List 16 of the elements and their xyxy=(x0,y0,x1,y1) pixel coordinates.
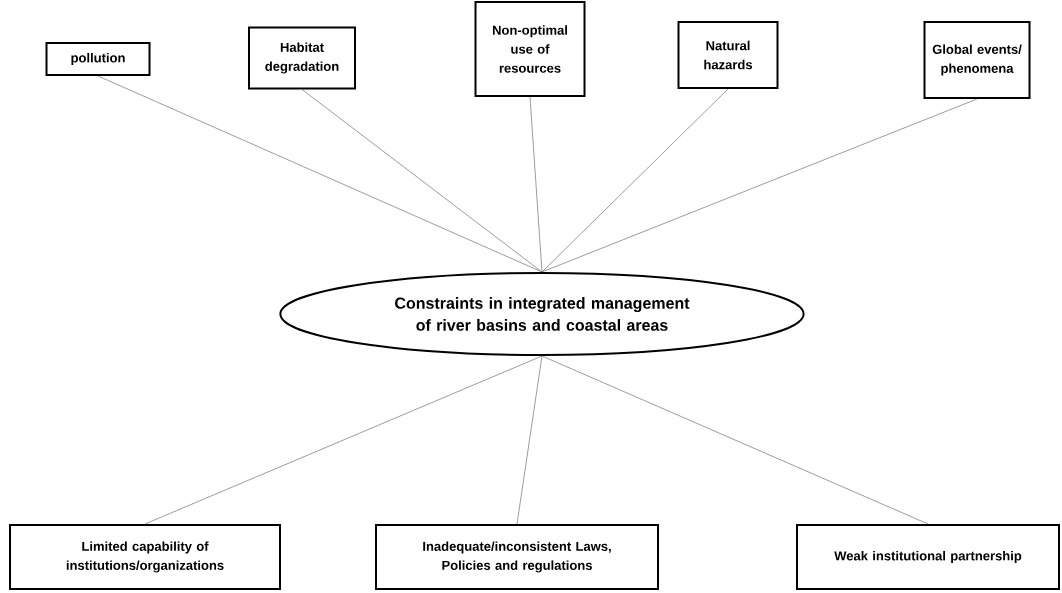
connector-line xyxy=(516,355,543,525)
constraint-box: Inadequate/inconsistent Laws, Policies and regulations xyxy=(375,524,659,590)
connector-line xyxy=(144,355,543,525)
connector-line xyxy=(541,355,929,525)
constraint-box: Weak institutional partnership xyxy=(796,524,1060,590)
constraint-box: Natural hazards xyxy=(677,21,779,89)
connector-line xyxy=(541,88,729,273)
constraint-box: pollution xyxy=(45,42,151,76)
connector-line xyxy=(301,89,543,273)
constraint-box: Non-optimal use of resources xyxy=(474,1,586,97)
connector-line xyxy=(529,96,543,273)
connector-line xyxy=(541,98,978,273)
constraint-box: Global events/ phenomena xyxy=(923,21,1031,99)
constraint-box: Habitat degradation xyxy=(248,26,356,90)
connector-line xyxy=(97,75,543,273)
constraint-box: Limited capability of institutions/organizations xyxy=(9,524,281,590)
